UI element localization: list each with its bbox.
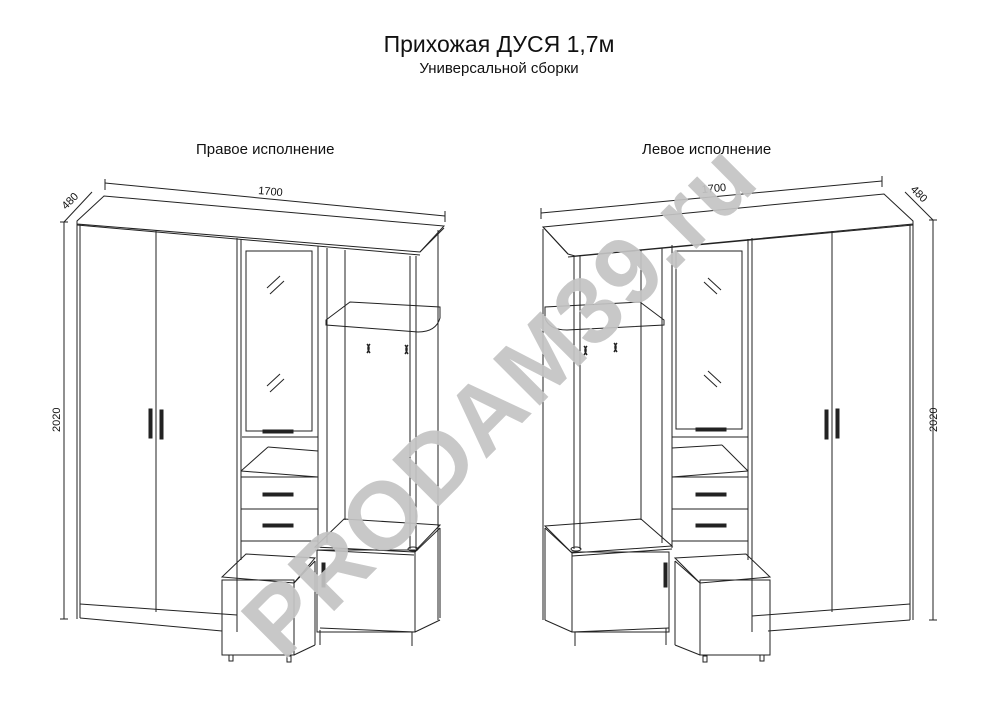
depth-label: 480 — [908, 184, 929, 205]
depth-dimension: 480 — [60, 191, 93, 223]
height-label: 2020 — [51, 408, 63, 432]
right-variant-drawing: 1700 480 2020 — [51, 179, 446, 663]
depth-label: 480 — [60, 191, 81, 212]
width-dimension: 1700 — [104, 179, 446, 222]
right-variant-label: Правое исполнение — [196, 141, 335, 158]
height-dimension: 2020 — [51, 221, 68, 620]
height-label: 2020 — [928, 408, 940, 432]
depth-dimension: 480 — [904, 184, 934, 221]
page-title: Прихожая ДУСЯ 1,7м — [383, 31, 615, 57]
height-dimension: 2020 — [928, 219, 940, 621]
width-label: 1700 — [258, 185, 283, 199]
left-variant-drawing: 1700 480 2020 — [540, 176, 940, 663]
width-label: 1700 — [701, 182, 726, 196]
width-dimension: 1700 — [540, 176, 883, 219]
page-subtitle: Универсальной сборки — [419, 60, 579, 77]
left-variant-label: Левое исполнение — [642, 141, 772, 158]
